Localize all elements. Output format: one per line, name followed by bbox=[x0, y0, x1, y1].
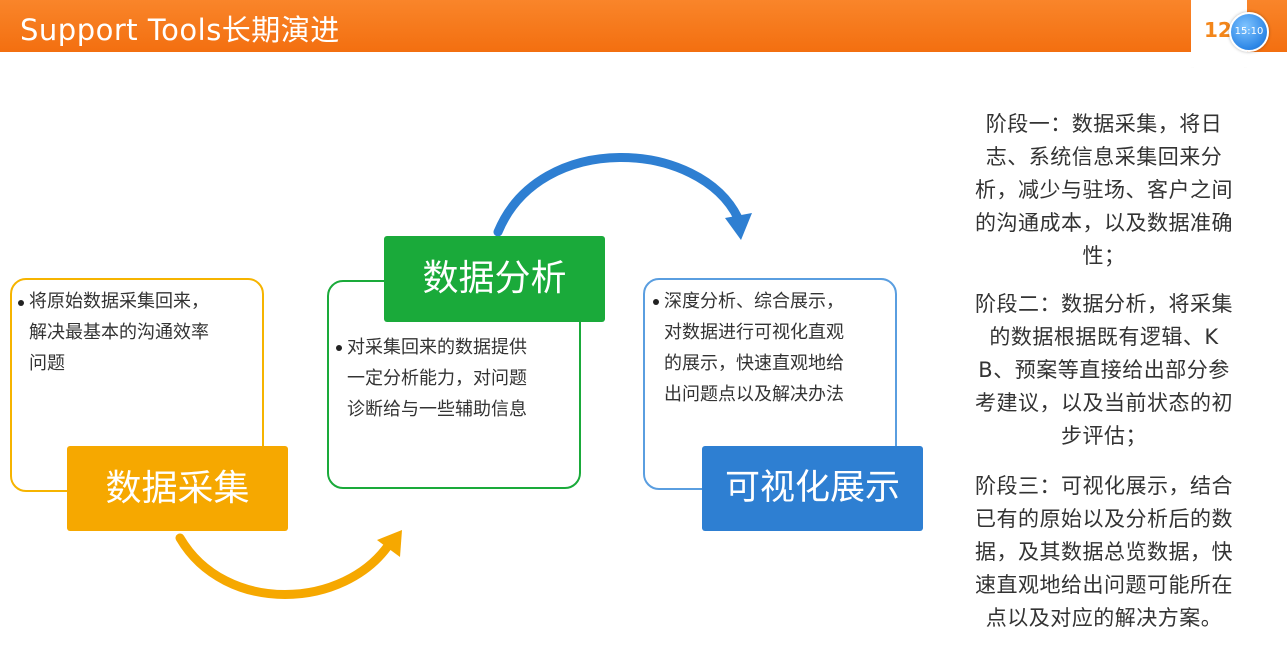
phase2-description: 阶段二：数据分析，将采集 的数据根据既有逻辑、K B、预案等直接给出部分参 考建… bbox=[946, 288, 1262, 453]
phase3-line: 阶段三：可视化展示，结合 bbox=[975, 474, 1233, 498]
clock-time: 15:10 bbox=[1234, 26, 1264, 37]
phase1-line: 析，减少与驻场、客户之间 bbox=[975, 178, 1233, 202]
phase2-line: 考建议，以及当前状态的初 bbox=[975, 391, 1233, 415]
analysis-text: 对采集回来的数据提供 一定分析能力，对问题 诊断给与一些辅助信息 bbox=[347, 332, 577, 425]
arrow-collect-to-analysis-head bbox=[377, 530, 402, 557]
phase1-line: 性； bbox=[1082, 244, 1126, 268]
title-bar: Support Tools长期演进 bbox=[0, 0, 1287, 52]
collect-bullet bbox=[18, 300, 24, 306]
phase3-line: 点以及对应的解决方案。 bbox=[985, 606, 1223, 630]
phase2-line: 步评估； bbox=[1061, 424, 1147, 448]
page-number: 12 bbox=[1204, 18, 1232, 42]
clock-icon: 15:10 bbox=[1229, 12, 1269, 52]
collect-label: 数据采集 bbox=[67, 446, 288, 531]
phase2-line: B、预案等直接给出部分参 bbox=[978, 358, 1230, 382]
phase1-description: 阶段一：数据采集，将日 志、系统信息采集回来分 析，减少与驻场、客户之间 的沟通… bbox=[946, 108, 1262, 273]
phase1-line: 志、系统信息采集回来分 bbox=[985, 145, 1223, 169]
analysis-line: 一定分析能力，对问题 bbox=[347, 368, 527, 389]
phase3-description: 阶段三：可视化展示，结合 已有的原始以及分析后的数 据，及其数据总览数据，快 速… bbox=[946, 470, 1262, 635]
visual-line: 的展示，快速直观地给 bbox=[664, 353, 844, 374]
visual-text: 深度分析、综合展示， 对数据进行可视化直观 的展示，快速直观地给 出问题点以及解… bbox=[664, 286, 894, 410]
visual-bullet bbox=[653, 299, 659, 305]
phase2-line: 的数据根据既有逻辑、K bbox=[989, 325, 1219, 349]
visual-line: 深度分析、综合展示， bbox=[664, 291, 844, 312]
analysis-line: 诊断给与一些辅助信息 bbox=[347, 399, 527, 420]
collect-line: 将原始数据采集回来， bbox=[29, 291, 209, 312]
phase1-line: 的沟通成本，以及数据准确 bbox=[975, 211, 1233, 235]
phase3-line: 据，及其数据总览数据，快 bbox=[975, 540, 1233, 564]
collect-line: 解决最基本的沟通效率 bbox=[29, 322, 209, 343]
arrow-collect-to-analysis bbox=[175, 533, 395, 599]
arrow-analysis-to-visual-head bbox=[725, 213, 752, 240]
visual-line: 出问题点以及解决办法 bbox=[664, 384, 844, 405]
phase1-line: 阶段一：数据采集，将日 bbox=[985, 112, 1223, 136]
visual-label: 可视化展示 bbox=[702, 446, 923, 531]
slide-title: Support Tools长期演进 bbox=[20, 13, 340, 47]
visual-line: 对数据进行可视化直观 bbox=[664, 322, 844, 343]
analysis-bullet bbox=[336, 345, 342, 351]
phase2-line: 阶段二：数据分析，将采集 bbox=[975, 292, 1233, 316]
analysis-line: 对采集回来的数据提供 bbox=[347, 337, 527, 358]
collect-text: 将原始数据采集回来， 解决最基本的沟通效率 问题 bbox=[29, 286, 259, 379]
phase3-line: 已有的原始以及分析后的数 bbox=[975, 507, 1233, 531]
analysis-label: 数据分析 bbox=[384, 236, 605, 322]
phase3-line: 速直观地给出问题可能所在 bbox=[975, 573, 1233, 597]
collect-line: 问题 bbox=[29, 353, 65, 374]
arrow-analysis-to-visual bbox=[493, 153, 743, 237]
